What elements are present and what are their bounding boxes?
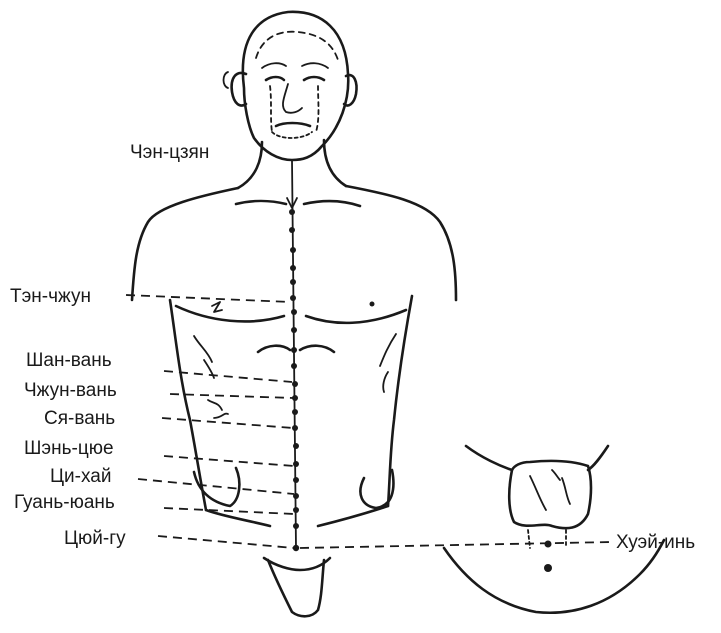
label-sya-van: Ся-вань	[44, 408, 115, 429]
point-dot	[293, 523, 299, 529]
inset-scrotum-fold-3	[552, 470, 560, 480]
left-eye	[266, 77, 284, 80]
point-dot	[290, 279, 296, 285]
inset-anus	[544, 564, 552, 572]
point-dot	[293, 507, 299, 513]
point-dot	[293, 461, 299, 467]
point-dot	[291, 309, 297, 315]
face-meridian-left	[270, 86, 272, 132]
right-shoulder-arm	[346, 186, 456, 300]
label-shan-van: Шан-вань	[26, 350, 112, 371]
leader-chzhun-van	[170, 394, 293, 398]
label-tsyui-gu: Цюй-гу	[64, 528, 126, 549]
hairline	[256, 32, 338, 60]
point-dot	[292, 409, 298, 415]
leader-guan-yuan	[164, 508, 294, 514]
label-tsi-hai: Ци-хай	[50, 466, 111, 487]
point-dot	[291, 327, 297, 333]
label-ten-chzhun: Тэн-чжун	[10, 286, 91, 307]
point-dot	[293, 477, 299, 483]
inset-thigh-left	[466, 446, 512, 470]
left-shoulder-arm	[132, 188, 238, 300]
neck-right	[324, 140, 346, 186]
left-ribs-2	[208, 400, 228, 418]
left-nipple	[212, 302, 222, 312]
point-dot	[289, 209, 295, 215]
left-pectoral	[176, 306, 284, 321]
right-brow	[302, 63, 328, 68]
left-ribs	[194, 336, 214, 378]
label-chen-tszyan: Чэн-цзян	[130, 142, 209, 163]
label-huei-in: Хуэй-инь	[616, 532, 695, 553]
left-ear-mark	[224, 72, 229, 88]
point-dot	[291, 363, 297, 369]
inset-point-huei-in	[545, 541, 552, 548]
leader-sya-van	[162, 418, 293, 428]
mouth	[276, 123, 310, 126]
beard	[272, 132, 312, 138]
ren-meridian-line	[292, 160, 296, 548]
leader-tsyui-gu	[158, 536, 294, 548]
point-dot	[290, 265, 296, 271]
inset-scrotum-fold	[530, 476, 546, 510]
leader-ten-chzhun	[126, 295, 290, 302]
groin-left	[264, 558, 330, 570]
right-eye	[304, 77, 324, 80]
waist-right	[318, 506, 388, 526]
right-clavicle	[304, 201, 360, 206]
right-ribs	[380, 334, 396, 392]
right-pectoral	[306, 310, 406, 323]
torso-left	[170, 300, 206, 510]
point-dot	[289, 227, 295, 233]
left-brow	[262, 63, 286, 68]
leader-tsi-hai	[138, 479, 294, 494]
point-dot	[290, 247, 296, 253]
leader-lines	[126, 295, 612, 548]
inset-tick-left	[528, 530, 530, 548]
inset-scrotum-fold-2	[562, 478, 570, 504]
leader-shen-tsyue	[164, 456, 294, 466]
label-guan-yuan: Гуань-юань	[14, 492, 115, 513]
point-dot	[292, 381, 298, 387]
point-dot	[290, 295, 296, 301]
point-dot	[292, 425, 298, 431]
point-dot	[293, 443, 299, 449]
label-shen-tsyue: Шэнь-цюе	[24, 438, 114, 459]
inset-thigh-right	[588, 446, 608, 470]
perineum-inset	[444, 446, 664, 613]
face-meridian-right	[316, 86, 319, 132]
inset-scrotum	[509, 461, 591, 528]
label-chzhun-van: Чжун-вань	[24, 380, 117, 401]
left-clavicle	[236, 201, 286, 204]
nose	[283, 84, 302, 113]
right-nipple	[370, 302, 375, 307]
neck-left	[238, 142, 262, 188]
point-dot	[291, 347, 297, 353]
